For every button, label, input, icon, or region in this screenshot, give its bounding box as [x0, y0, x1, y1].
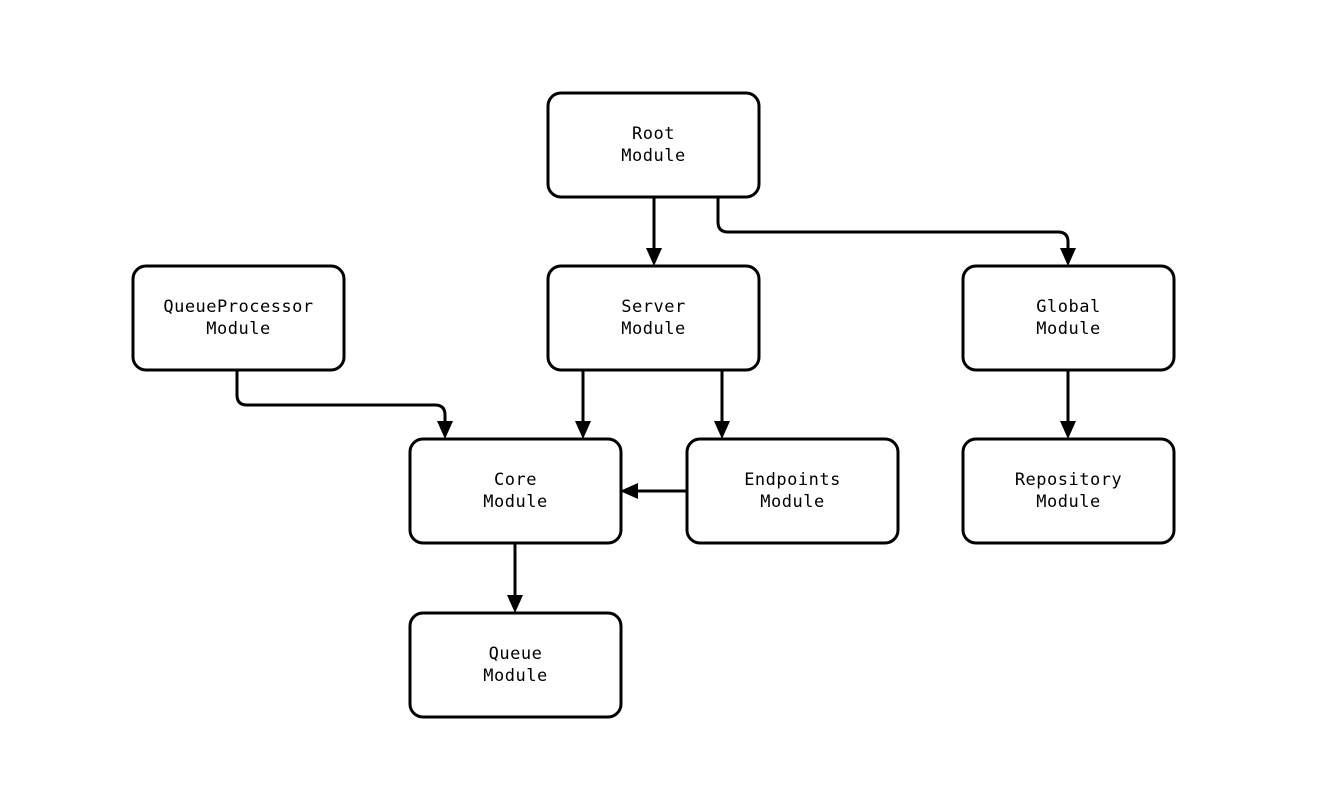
node-box-core[interactable]	[408, 437, 623, 545]
edges-layer	[235, 197, 1076, 613]
arrowhead-icon	[646, 248, 662, 266]
edge-server-to-endpoints	[714, 370, 730, 439]
arrowhead-icon	[1060, 248, 1076, 266]
arrowhead-icon	[620, 483, 638, 499]
edge-line	[235, 370, 447, 425]
edge-line	[716, 197, 1070, 252]
node-box-root[interactable]	[546, 91, 761, 199]
edge-core-to-queue	[507, 543, 523, 613]
node-box-server[interactable]	[546, 264, 761, 372]
arrowhead-icon	[1060, 421, 1076, 439]
arrowhead-icon	[714, 421, 730, 439]
node-box-repository[interactable]	[961, 437, 1176, 545]
node-box-endpoints[interactable]	[685, 437, 900, 545]
edge-endpoints-to-core	[620, 483, 687, 499]
arrowhead-icon	[507, 595, 523, 613]
edge-root-to-global	[716, 197, 1076, 266]
edge-root-to-server	[646, 197, 662, 266]
node-box-queueprocessor[interactable]	[131, 264, 346, 372]
edge-server-to-core	[575, 370, 591, 439]
arrowhead-icon	[437, 421, 453, 439]
edge-queueprocessor-to-core	[235, 370, 453, 439]
node-box-global[interactable]	[961, 264, 1176, 372]
nodes-layer	[131, 91, 1176, 719]
edge-global-to-repository	[1060, 370, 1076, 439]
node-box-queue[interactable]	[408, 611, 623, 719]
arrowhead-icon	[575, 421, 591, 439]
